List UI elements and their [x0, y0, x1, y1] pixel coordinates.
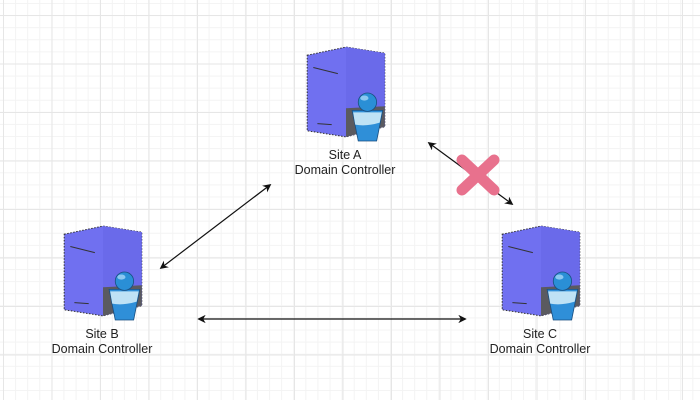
node-label-site-a: Site A Domain Controller [295, 148, 396, 178]
server-with-user-icon[interactable] [63, 225, 143, 321]
site-name: Site A [328, 148, 362, 162]
role-name: Domain Controller [489, 342, 591, 356]
server-with-user-icon[interactable] [501, 225, 581, 321]
role-name: Domain Controller [294, 163, 396, 177]
server-with-user-icon[interactable] [306, 46, 386, 142]
node-label-site-b: Site B Domain Controller [52, 327, 153, 357]
edge-site-a-site-b[interactable] [159, 183, 272, 270]
site-name: Site B [85, 327, 119, 341]
x-mark-icon [456, 154, 500, 196]
node-label-site-c: Site C Domain Controller [490, 327, 591, 357]
site-name: Site C [522, 327, 558, 341]
role-name: Domain Controller [51, 342, 153, 356]
